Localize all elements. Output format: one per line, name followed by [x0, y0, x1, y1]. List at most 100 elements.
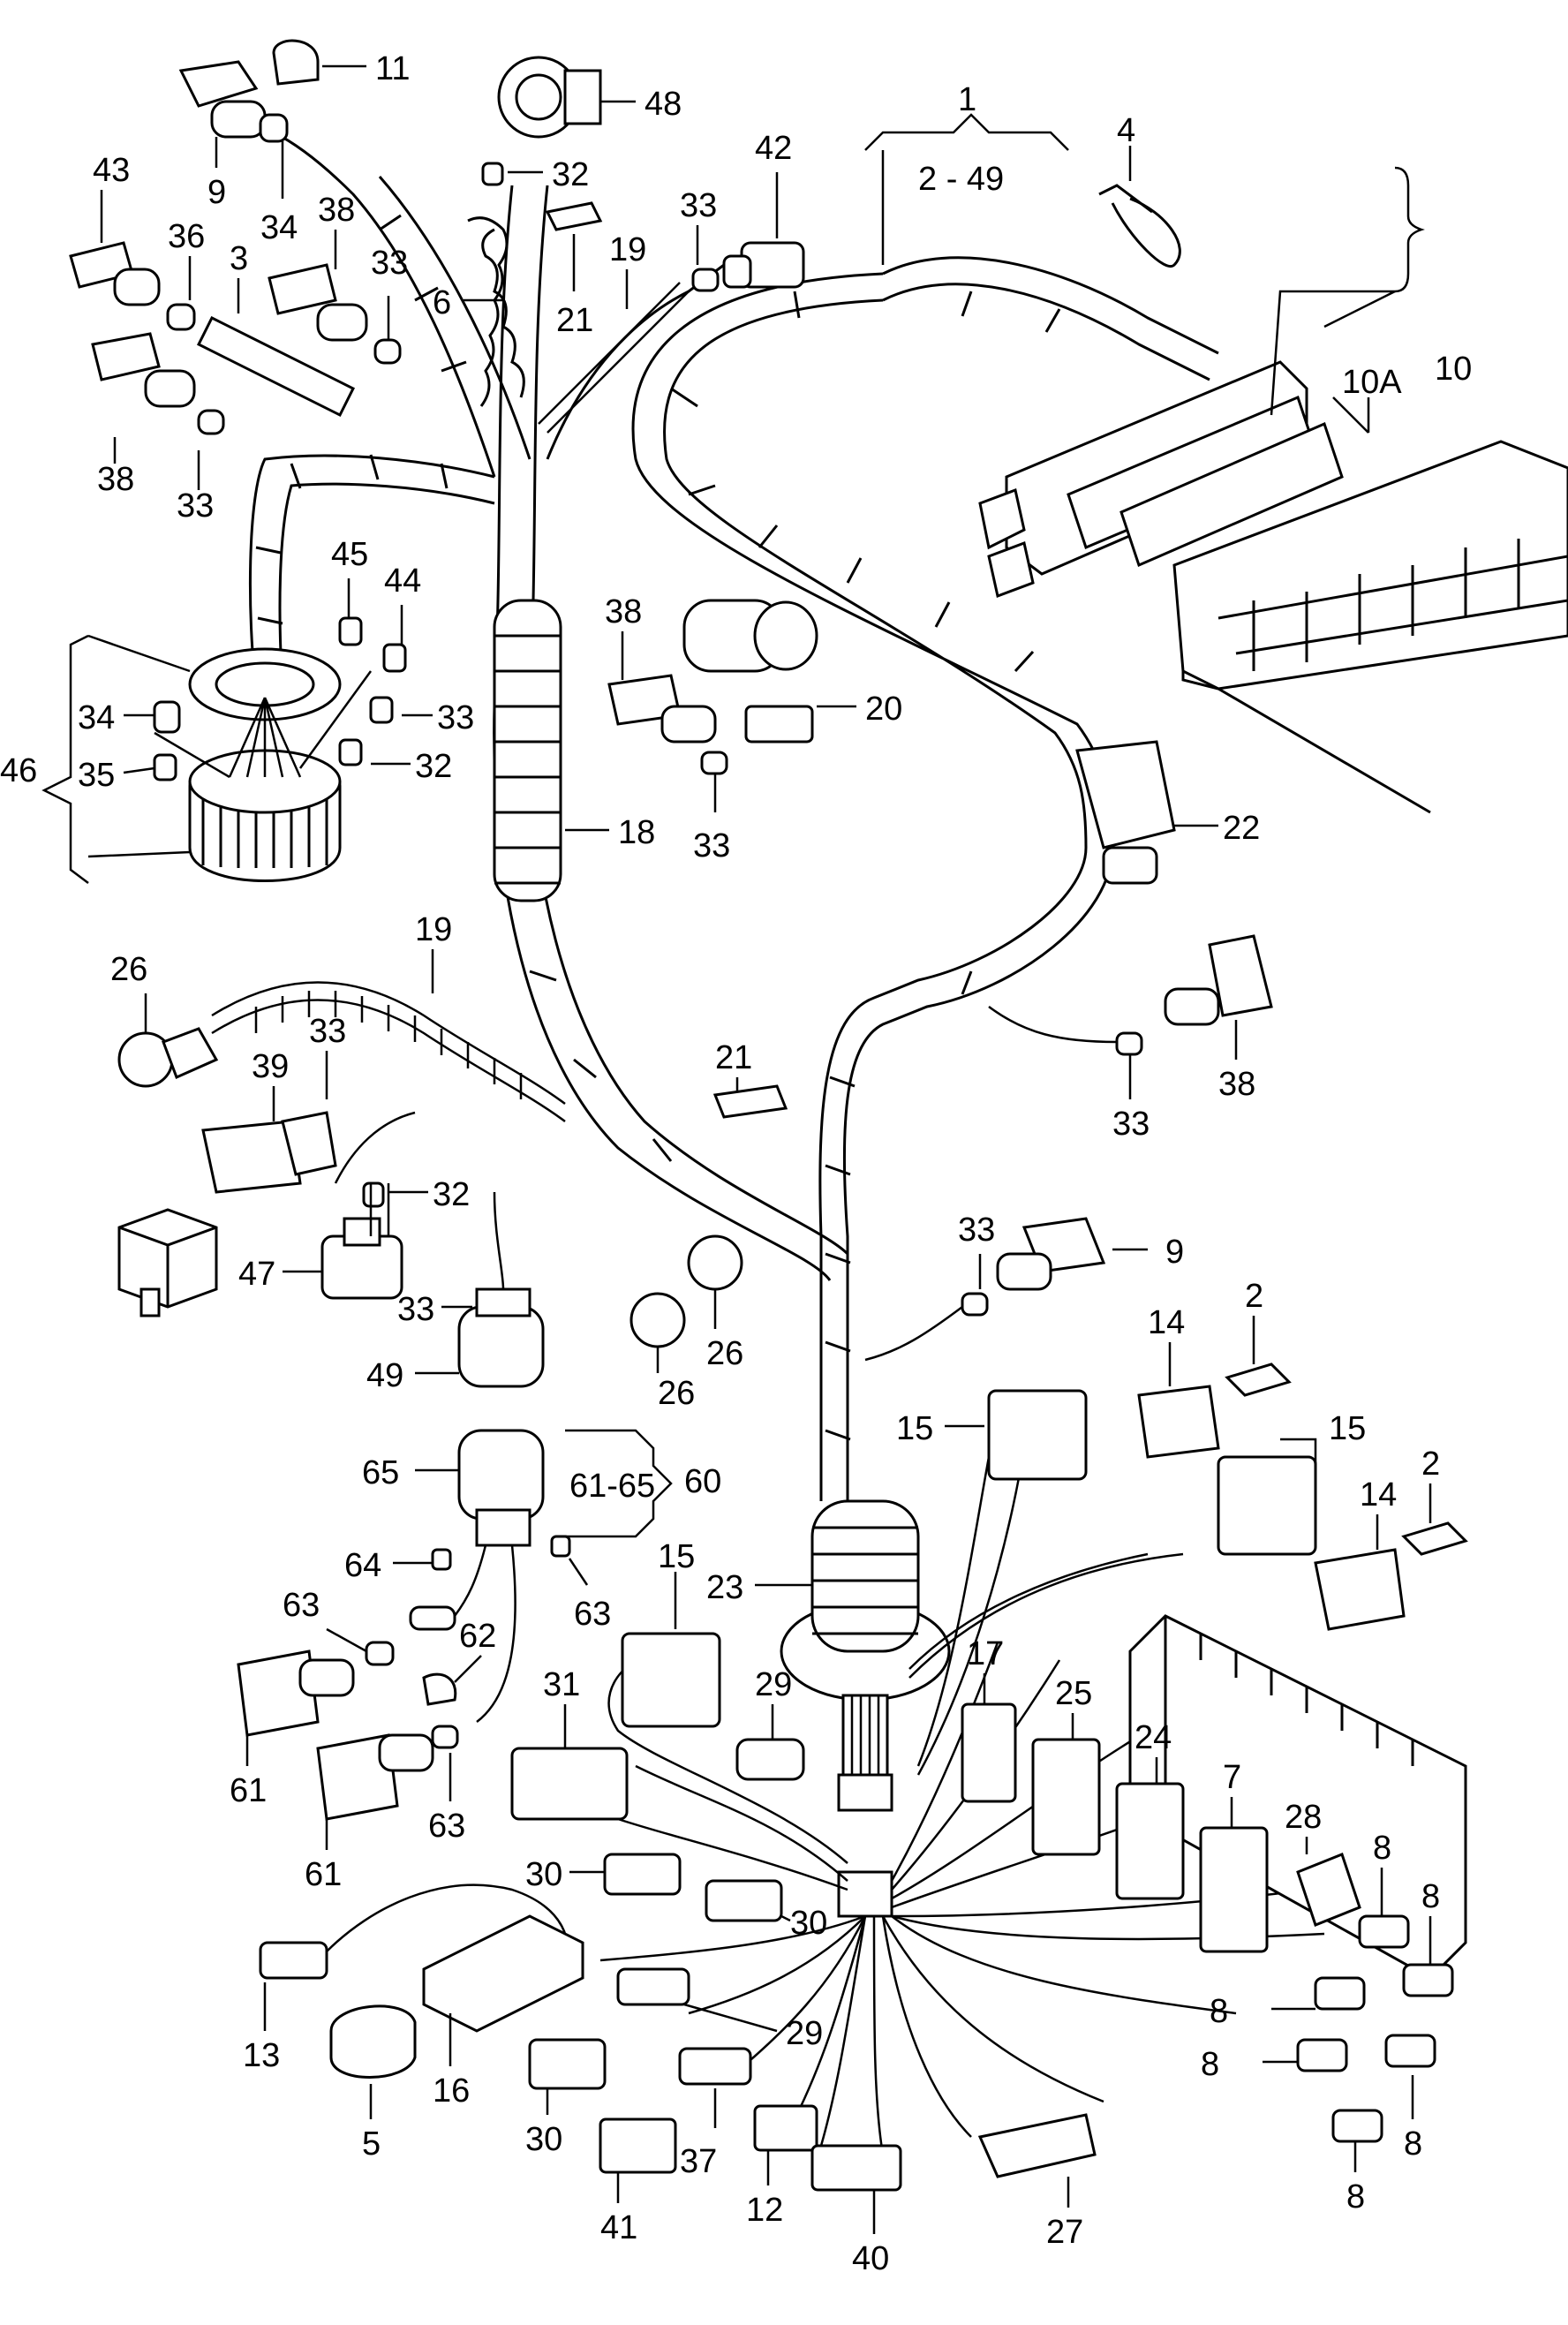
callout-63: 63: [283, 1587, 320, 1624]
callout-49: 49: [366, 1357, 403, 1394]
callout-11: 11: [375, 50, 410, 87]
callout-15: 15: [1329, 1410, 1366, 1447]
connector-38-mid: [607, 674, 728, 775]
callout-39: 39: [252, 1048, 289, 1085]
fuse-holder-7: [1199, 1826, 1269, 1953]
callout-28: 28: [1285, 1799, 1322, 1836]
callout-33: 33: [1112, 1106, 1150, 1143]
callout-3: 3: [230, 240, 248, 277]
callout-31: 31: [543, 1666, 580, 1703]
leader-lines: [41, 64, 1432, 2234]
callout-62: 62: [459, 1618, 496, 1655]
connector-9-top: [178, 60, 289, 143]
clip-27: [977, 2113, 1097, 2178]
callout-38: 38: [1218, 1066, 1255, 1103]
callout-35: 35: [78, 757, 115, 794]
connector-30-mid: [705, 1879, 783, 1922]
callout-38: 38: [605, 593, 642, 630]
callout-8: 8: [1210, 1993, 1228, 2030]
callout-labels: 1 2 - 49 4 10 10A 11 48 32 9 34 43 36 3 …: [0, 50, 1472, 2277]
connector-14-upper: [1137, 1385, 1220, 1459]
fuse-holder-24: [1115, 1782, 1185, 1900]
connector-43: [69, 241, 161, 306]
corrugated-conduit-6: [467, 216, 525, 407]
connector-15-lower: [621, 1632, 721, 1728]
callout-65: 65: [362, 1454, 399, 1491]
switch-5: [329, 2004, 417, 2079]
callout-45: 45: [331, 536, 368, 573]
connector-30-upper: [603, 1853, 682, 1896]
callout-8: 8: [1373, 1830, 1391, 1867]
plug-caps: [153, 162, 571, 1571]
callout-32: 32: [433, 1176, 470, 1213]
callout-41: 41: [600, 2209, 637, 2246]
blower-motor-46: [188, 647, 342, 882]
connector-38-left: [91, 332, 225, 435]
callout-27: 27: [1046, 2214, 1083, 2251]
callout-61: 61: [305, 1856, 342, 1893]
connectors-8: [1296, 1914, 1454, 2143]
callout-6: 6: [433, 284, 451, 321]
connector-30-lower: [528, 2038, 607, 2090]
callout-33: 33: [309, 1013, 346, 1050]
connector-65: [457, 1429, 545, 1547]
corrugated-conduit-18: [493, 599, 562, 902]
callout-23: 23: [706, 1569, 743, 1606]
callout-25: 25: [1055, 1675, 1092, 1712]
connector-40: [810, 2144, 902, 2192]
connector-13: [259, 1941, 328, 1980]
callout-33: 33: [693, 827, 730, 864]
connector-26-left: [117, 1027, 219, 1088]
connector-61-upper: [237, 1649, 355, 1737]
callout-15: 15: [896, 1410, 933, 1447]
callout-64: 64: [344, 1547, 381, 1584]
callout-20: 20: [865, 691, 902, 728]
callout-17: 17: [967, 1635, 1004, 1672]
coiled-wire-19-lower: [211, 981, 566, 1123]
connector-61-lower: [316, 1733, 434, 1821]
callout-46: 46: [0, 752, 37, 789]
callout-38: 38: [318, 192, 355, 229]
callout-47: 47: [238, 1256, 275, 1293]
callout-42: 42: [755, 130, 792, 167]
connector-15-right: [1217, 1455, 1317, 1556]
connectors-26-right: [629, 1234, 743, 1348]
tube-3: [196, 315, 356, 418]
callout-18: 18: [618, 814, 655, 851]
connector-42: [691, 241, 805, 292]
callout-12: 12: [746, 2192, 783, 2229]
callout-14: 14: [1360, 1476, 1397, 1514]
callout-9: 9: [207, 174, 226, 211]
callout-34: 34: [260, 209, 298, 246]
callout-2: 2: [1421, 1446, 1440, 1483]
callout-2-49: 2 - 49: [918, 161, 1004, 198]
callout-63: 63: [428, 1808, 465, 1845]
callout-19: 19: [415, 911, 452, 948]
connector-38-top: [268, 263, 402, 365]
callout-8: 8: [1346, 2178, 1365, 2216]
callout-60: 60: [684, 1463, 721, 1500]
clip-2-upper: [1225, 1363, 1292, 1397]
connector-14-lower: [1314, 1548, 1406, 1631]
callout-33: 33: [958, 1212, 995, 1249]
callout-15: 15: [658, 1538, 695, 1575]
fuse-holder-17: [961, 1702, 1017, 1803]
callout-30: 30: [790, 1905, 827, 1942]
clip-2-lower: [1401, 1521, 1468, 1556]
callout-61: 61: [230, 1772, 267, 1809]
plug-36: [166, 303, 196, 331]
callout-44: 44: [384, 562, 421, 600]
callout-21: 21: [715, 1039, 752, 1076]
callout-48: 48: [645, 86, 682, 123]
connector-48: [497, 56, 602, 139]
callout-9: 9: [1165, 1234, 1184, 1271]
callout-26: 26: [706, 1335, 743, 1372]
connector-37: [678, 2047, 752, 2086]
callout-8: 8: [1421, 1878, 1440, 1915]
callout-32: 32: [552, 156, 589, 193]
callout-16: 16: [433, 2072, 470, 2110]
callout-26: 26: [110, 951, 147, 988]
callout-33: 33: [680, 187, 717, 224]
callout-8: 8: [1201, 2046, 1219, 2083]
